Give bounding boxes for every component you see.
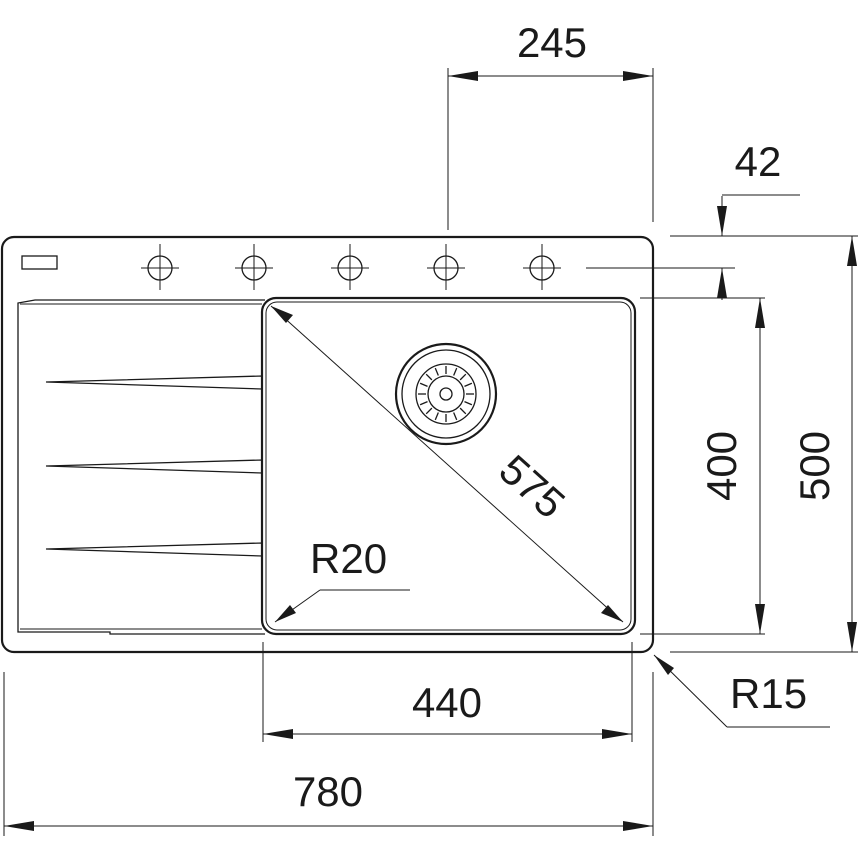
drain-slot xyxy=(434,412,439,421)
drain-slot xyxy=(459,373,467,381)
arrowhead-icon xyxy=(448,71,478,81)
tap-offset-label: 245 xyxy=(517,19,587,66)
arrowhead-icon xyxy=(4,821,34,831)
total-depth-dimension: 500 xyxy=(670,235,858,653)
total-width-dimension: 780 xyxy=(3,672,654,836)
total-width-label: 780 xyxy=(293,768,363,815)
arrowhead-icon xyxy=(623,71,653,81)
arrowhead-icon xyxy=(717,206,727,236)
bowl-diagonal-label: 575 xyxy=(491,446,575,528)
bowl-width-dimension: 440 xyxy=(262,642,633,742)
drain-slot xyxy=(464,401,473,406)
drainboard-outline xyxy=(17,299,265,635)
tap-hole-5 xyxy=(523,244,561,290)
bowl-inner-line xyxy=(265,301,632,631)
drain-center xyxy=(439,387,453,401)
tap-row-label: 42 xyxy=(735,138,782,185)
arrowhead-icon xyxy=(271,306,293,323)
arrowhead-icon xyxy=(263,729,293,739)
bowl-radius-callout: R20 xyxy=(274,535,410,623)
tap-hole-2 xyxy=(235,244,273,290)
tap-hole-1 xyxy=(141,244,179,290)
drain-slot xyxy=(419,382,428,387)
corner-radius-label: R15 xyxy=(730,670,807,717)
tap-hole-4 xyxy=(427,244,465,290)
drain-slot xyxy=(425,407,433,415)
arrowhead-icon xyxy=(755,298,765,328)
corner-radius-callout: R15 xyxy=(653,654,830,728)
arrowhead-icon xyxy=(601,605,623,622)
bowl-depth-dimension: 400 xyxy=(640,297,765,635)
total-depth-label: 500 xyxy=(791,431,838,501)
bowl-radius-label: R20 xyxy=(310,535,387,582)
arrowhead-icon xyxy=(847,236,857,266)
tap-row-dimension: 42 xyxy=(586,138,800,300)
drain-slot xyxy=(464,382,473,387)
groove-3 xyxy=(45,542,263,557)
groove-1 xyxy=(45,375,263,390)
drain-slot xyxy=(453,412,458,421)
arrowhead-icon xyxy=(755,604,765,634)
arrowhead-icon xyxy=(602,729,632,739)
arrowhead-icon xyxy=(717,268,727,298)
drain-ring-4 xyxy=(427,375,465,413)
tap-hole-3 xyxy=(331,244,369,290)
bowl-width-label: 440 xyxy=(412,679,482,726)
drain-slot xyxy=(459,407,467,415)
drain-outer-ring xyxy=(394,342,498,446)
arrowhead-icon xyxy=(623,821,653,831)
drain-slot xyxy=(434,367,439,376)
drain-slot xyxy=(425,373,433,381)
sink-outline xyxy=(0,235,655,654)
bowl-outline xyxy=(260,296,637,636)
groove-2 xyxy=(45,459,263,474)
drain-ring-3 xyxy=(415,363,477,425)
arrowhead-icon xyxy=(847,622,857,652)
drain-slot xyxy=(453,367,458,376)
drain-slots xyxy=(418,366,474,422)
overflow-slot xyxy=(21,255,58,270)
tap-offset-dimension: 245 xyxy=(447,19,654,230)
drain-ring-2 xyxy=(401,349,491,439)
arrowhead-icon xyxy=(275,605,296,622)
drain-strainer xyxy=(394,342,498,446)
drain-slot xyxy=(419,401,428,406)
drainboard-grooves xyxy=(45,375,263,557)
tap-holes xyxy=(141,244,561,290)
bowl-depth-label: 400 xyxy=(698,431,745,501)
arrowhead-icon xyxy=(654,655,674,675)
